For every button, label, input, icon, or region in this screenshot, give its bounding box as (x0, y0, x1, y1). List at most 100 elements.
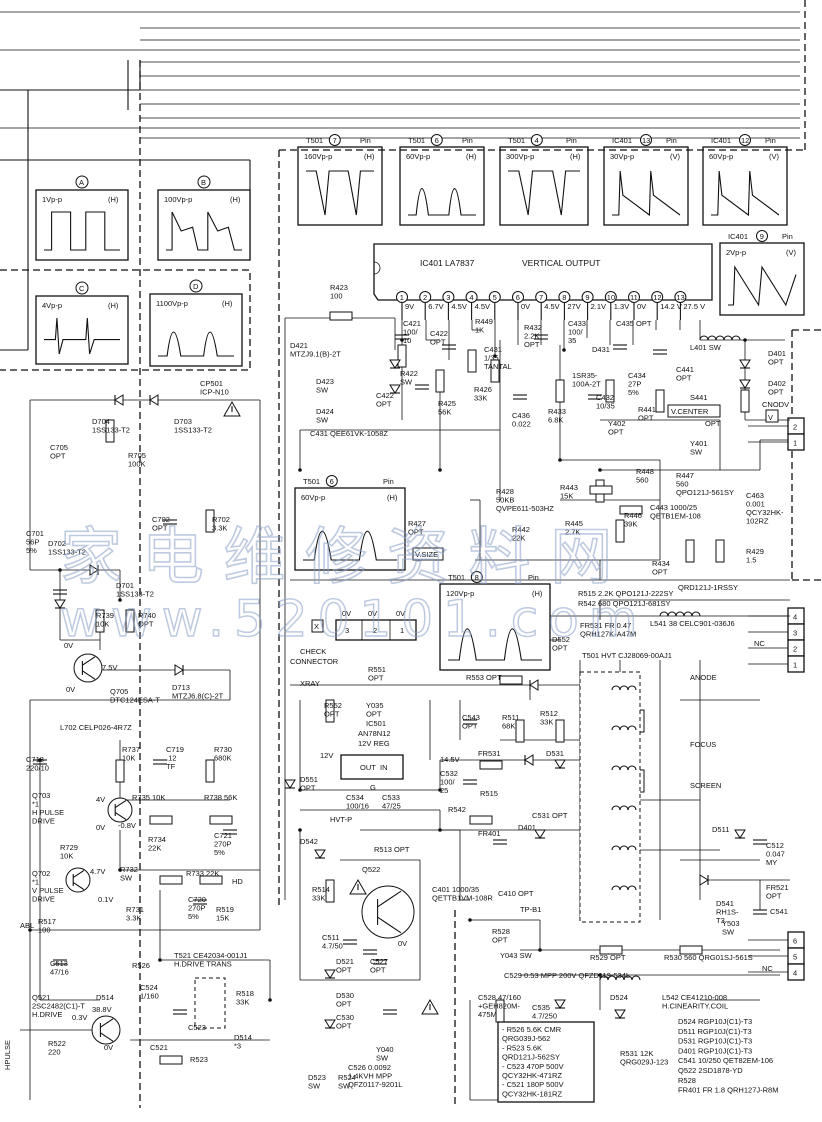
waveform-scale: (H) (364, 152, 375, 161)
diode-symbol (389, 359, 401, 369)
pin-circle (325, 475, 338, 487)
test-point-trace (158, 331, 234, 357)
parts-list-right-line: C541 10/250 QET82EM-106 (678, 1056, 773, 1065)
waveform-trace (306, 170, 374, 216)
waveform-pin: 8 (475, 573, 479, 582)
component-label-s441: S441 (690, 393, 708, 402)
conn-0v-c: 0V (396, 609, 405, 618)
junction-dot (158, 958, 162, 962)
check-connector-body (335, 619, 417, 641)
resistor-symbol (325, 879, 335, 903)
waveform-amplitude: 60Vp-p (709, 152, 733, 161)
waveform-trace (448, 628, 542, 661)
warning-icon (349, 878, 367, 895)
resistor-symbol (619, 505, 643, 515)
inductor-symbol (599, 975, 641, 981)
focus-label: FOCUS (690, 740, 716, 749)
waveform-pin: 9 (760, 232, 764, 241)
ic401-pin-voltage: 27.5 V (683, 302, 705, 311)
junction-dot (118, 598, 122, 602)
waveform-trace (408, 188, 476, 216)
diode-symbol (324, 1019, 336, 1029)
resistor-symbol (740, 389, 750, 413)
xray-label: XRAY (300, 679, 320, 688)
screen-label: SCREEN (690, 781, 721, 790)
component-label-c541: C541 (770, 907, 788, 916)
parts-list-box-line: QCY32HK-471RZ (502, 1071, 562, 1080)
transistor-symbol (361, 885, 415, 939)
waveform-scale: (V) (786, 248, 797, 257)
waveform-trace (711, 170, 780, 217)
waveform-amplitude: 2Vp-p (726, 248, 746, 257)
v12-label: 12V (320, 751, 333, 760)
waveform-amplitude: 160Vp-p (304, 152, 332, 161)
v38-8-label: 38.8V (92, 1005, 112, 1014)
component-label-r738: R738 56K (204, 793, 237, 802)
component-label-d431p: 1SR35-100A-2T (572, 371, 601, 389)
junction-dot (438, 788, 442, 792)
waveform-ref: IC401 (711, 136, 731, 145)
test-point-amplitude: 1Vp-p (42, 195, 62, 204)
diode-symbol (524, 754, 534, 766)
transistor-symbol (91, 1015, 121, 1045)
ic401-pin-voltage: 14.2 V (660, 302, 682, 311)
conn-0v-b: 0V (368, 609, 377, 618)
waveform-pin: 6 (435, 136, 439, 145)
ic401-pin-number: 6 (516, 293, 520, 302)
waveform-amplitude: 300Vp-p (506, 152, 534, 161)
component-label-r529: R529 OPT (590, 953, 626, 962)
parts-list-right-line: D511 RGP10J(C1)-T3 (678, 1027, 752, 1036)
net-labels: V.SIZE V.CENTER X V CNODV 3 2 1 0V 0V 0V… (3, 400, 789, 1070)
diode-symbol (739, 379, 751, 389)
connector-pin-number: 2 (793, 645, 797, 654)
vsize-label: V.SIZE (415, 550, 438, 559)
component-label-r542: R542 680 QPO121J-681SY (578, 599, 671, 608)
test-point-boxes: A1Vp-p(H)B100Vp-p(H)C4Vp-p(H)D1100Vp-p(H… (35, 175, 251, 367)
wiring (20, 317, 790, 1101)
tp-b1-label: TP-B1 (520, 905, 541, 914)
parts-list-box-line: - R523 5.6K (502, 1043, 542, 1052)
junction-dot (118, 868, 122, 872)
ic401-pin-number: 1 (400, 293, 404, 302)
ic401-pin-circle (465, 291, 478, 303)
waveform-amplitude: 60Vp-p (301, 493, 325, 502)
parts-list-box-line: - R526 5.6K CMR (502, 1025, 562, 1034)
ic401-name: IC401 LA7837 (420, 258, 475, 268)
diode-symbol (89, 564, 99, 576)
junction-dot (438, 468, 442, 472)
resistor-symbol (199, 875, 223, 885)
t501-transformer-body (579, 671, 641, 923)
ic401-pin-voltage: 9V (405, 302, 414, 311)
parts-list-box-line: QCY32HK-181RZ (502, 1089, 562, 1098)
ic401-pin-number: 13 (676, 293, 684, 302)
junction-dot (598, 468, 602, 472)
diode-symbol (699, 874, 709, 886)
test-point-circle (197, 175, 211, 189)
component-label-l541: L541 38 CELC901-036J6 (650, 619, 735, 628)
waveform-trace (303, 530, 397, 561)
